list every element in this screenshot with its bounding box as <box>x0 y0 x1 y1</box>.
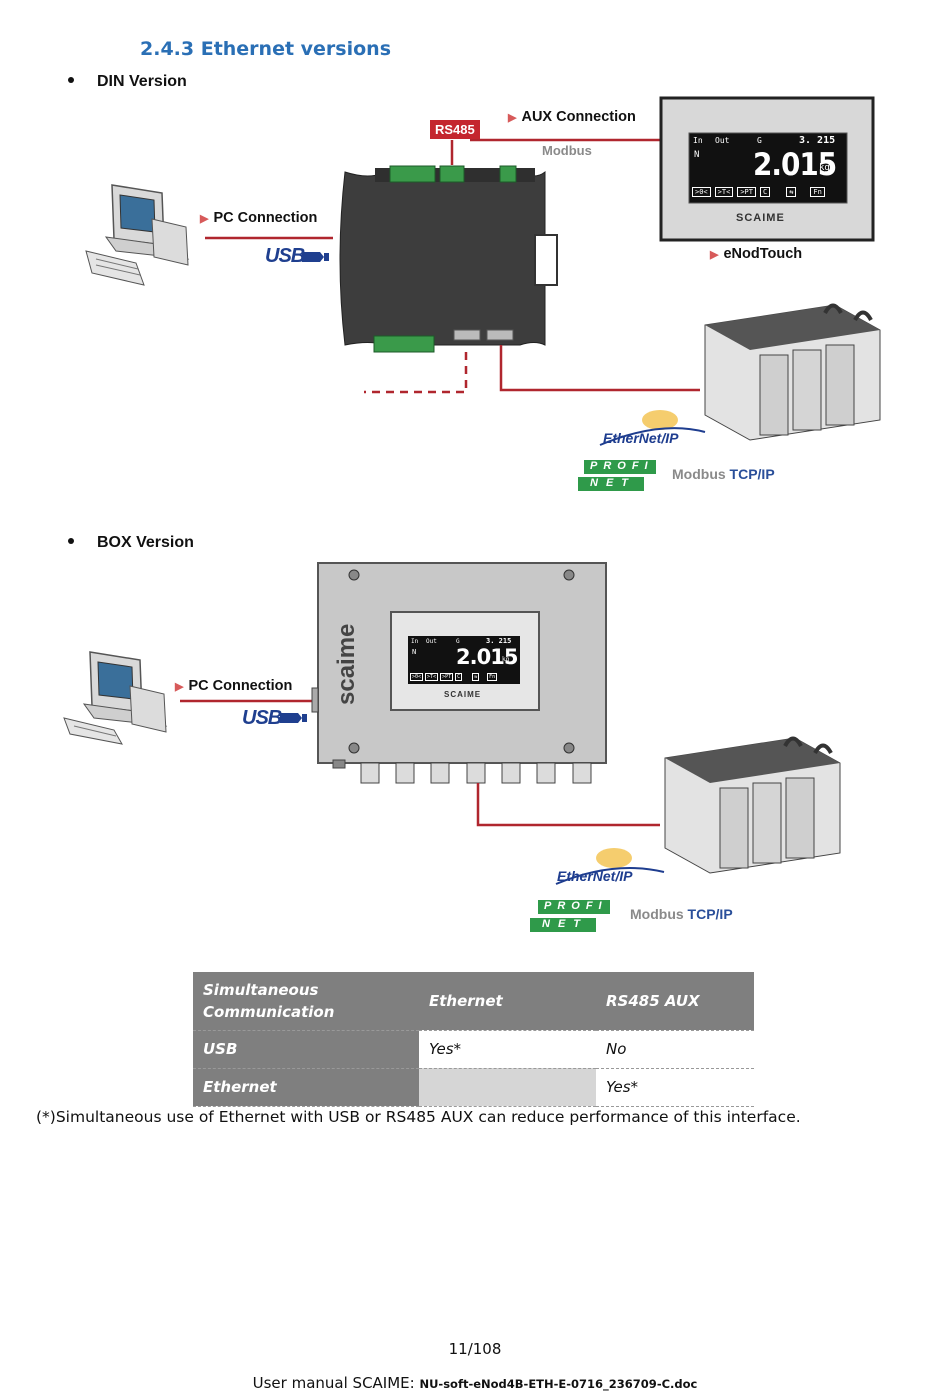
key-c: C <box>455 673 463 681</box>
key-pt: >PT <box>737 187 756 197</box>
table-header-cell: Simultaneous Communication <box>193 972 419 1031</box>
box-usb-label: USB <box>242 707 282 729</box>
display-big-value: 2.015 <box>456 645 518 669</box>
display-small-value: 3. 215 <box>799 135 836 146</box>
key-swap: ⇆ <box>786 187 797 197</box>
din-profinet-top: PROFI <box>590 460 654 472</box>
footer-doc-name: NU-soft-eNod4B-ETH-E-0716_236709-C.doc <box>419 1377 698 1391</box>
din-modbus-tcp-label: Modbus TCP/IP <box>672 466 775 482</box>
key-zero: >0< <box>692 187 711 197</box>
profinet-logo <box>530 900 610 932</box>
bullet-icon <box>68 76 74 83</box>
arrow-right-icon: ▶ <box>710 249 719 261</box>
display-small-value: 3. 215 <box>486 637 512 645</box>
aux-connection-label: ▶AUX Connection <box>508 109 636 125</box>
box-profinet-bottom: NET <box>542 918 588 930</box>
din-version-bullet: DIN Version <box>68 73 187 91</box>
display-keys: >0< >T< >PT C ⇆ Fn <box>410 673 498 681</box>
table-cell: No <box>596 1030 754 1069</box>
rs485-badge: RS485 <box>430 120 480 139</box>
din-enodtouch-display: In Out G 3. 215 N 2.015 kg >0< >T< >PT C… <box>689 133 847 203</box>
key-fn: Fn <box>487 673 498 681</box>
din-usb-label: USB <box>265 245 305 267</box>
ethernet-ip-logo <box>642 410 678 430</box>
arrow-right-icon: ▶ <box>508 112 517 124</box>
footnote: (*)Simultaneous use of Ethernet with USB… <box>36 1108 801 1126</box>
box-brand-vertical: scaime <box>333 623 360 705</box>
display-in: In <box>693 136 703 145</box>
box-diagram-graphics <box>63 562 841 932</box>
key-c: C <box>759 187 771 197</box>
din-diagram-graphics <box>85 96 881 491</box>
key-fn: Fn <box>810 187 825 197</box>
table-header-row: Simultaneous Communication Ethernet RS48… <box>193 972 754 1031</box>
din-scaime-brand: SCAIME <box>736 212 785 224</box>
din-pc-connection-label: ▶PC Connection <box>200 210 318 226</box>
display-g: G <box>757 136 762 145</box>
box-pc-connection-label: ▶PC Connection <box>175 678 293 694</box>
din-diagram: ▶PC Connection USB RS485 ▶AUX Connection… <box>0 0 950 520</box>
section-heading: 2.4.3 Ethernet versions <box>140 38 392 60</box>
box-scaime-brand: SCAIME <box>444 690 482 699</box>
page-number: 11/108 <box>448 1340 502 1358</box>
din-module-device <box>339 165 558 353</box>
table-row-header: Ethernet <box>193 1068 419 1107</box>
display-unit: kg <box>819 163 830 173</box>
key-swap: ⇆ <box>472 673 480 681</box>
box-profinet-top: PROFI <box>544 900 608 912</box>
page-footer: User manual SCAIME: NU-soft-eNod4B-ETH-E… <box>0 1374 950 1392</box>
table-header-cell: Ethernet <box>419 972 596 1031</box>
table-row-header: USB <box>193 1030 419 1069</box>
display-big-value: 2.015 <box>753 147 837 183</box>
din-profinet-bottom: NET <box>590 477 636 489</box>
pc-computer-icon <box>85 184 190 286</box>
enodtouch-label: ▶eNodTouch <box>710 246 803 262</box>
plc-icon <box>664 736 841 874</box>
din-modbus-label: Modbus <box>542 143 592 158</box>
table-cell: Yes* <box>596 1068 754 1107</box>
key-tare: >T< <box>714 187 734 197</box>
usb-plug-icon <box>280 713 307 723</box>
key-tare: >T< <box>425 673 439 681</box>
display-n: N <box>412 648 417 656</box>
table-row: USB Yes* No <box>193 1030 754 1069</box>
arrow-right-icon: ▶ <box>200 213 209 225</box>
table-header-cell: RS485 AUX <box>596 972 754 1031</box>
display-g: G <box>456 638 460 645</box>
usb-plug-icon <box>302 252 329 262</box>
box-ethernet-connection-line <box>476 783 660 827</box>
box-modbus-tcp-label: Modbus TCP/IP <box>630 906 733 922</box>
din-ethernet-ip-label: EtherNet/IP <box>603 430 679 446</box>
profinet-logo <box>578 460 656 491</box>
bullet-icon <box>68 537 74 544</box>
box-version-bullet: BOX Version <box>68 534 194 552</box>
communication-table: Simultaneous Communication Ethernet RS48… <box>193 972 754 1107</box>
display-unit: kg <box>502 656 510 663</box>
din-version-label: DIN Version <box>97 73 187 90</box>
display-out: Out <box>715 136 730 145</box>
box-diagram: ▶PC Connection USB scaime In Out G 3. 21… <box>63 562 841 932</box>
display-out: Out <box>426 638 437 645</box>
arrow-right-icon: ▶ <box>175 681 184 693</box>
table-cell: Yes* <box>419 1030 596 1069</box>
key-zero: >0< <box>410 673 424 681</box>
box-display: In Out G 3. 215 N 2.015 kg >0< >T< >PT C… <box>408 636 520 684</box>
ethernet-ip-logo <box>596 848 632 868</box>
footer-main: User manual SCAIME: <box>252 1374 420 1392</box>
table-row: Ethernet Yes* <box>193 1068 754 1107</box>
table-cell <box>419 1068 596 1107</box>
box-ethernet-ip-label: EtherNet/IP <box>557 868 633 884</box>
display-n: N <box>694 150 700 160</box>
cable-glands <box>332 759 592 784</box>
box-version-label: BOX Version <box>97 534 194 551</box>
pc-computer-icon <box>63 651 168 745</box>
plc-icon <box>704 303 881 441</box>
key-pt: >PT <box>440 673 454 681</box>
ethernet-connection-line <box>499 345 700 392</box>
display-in: In <box>411 638 419 645</box>
display-keys: >0< >T< >PT C ⇆ Fn <box>692 187 825 197</box>
